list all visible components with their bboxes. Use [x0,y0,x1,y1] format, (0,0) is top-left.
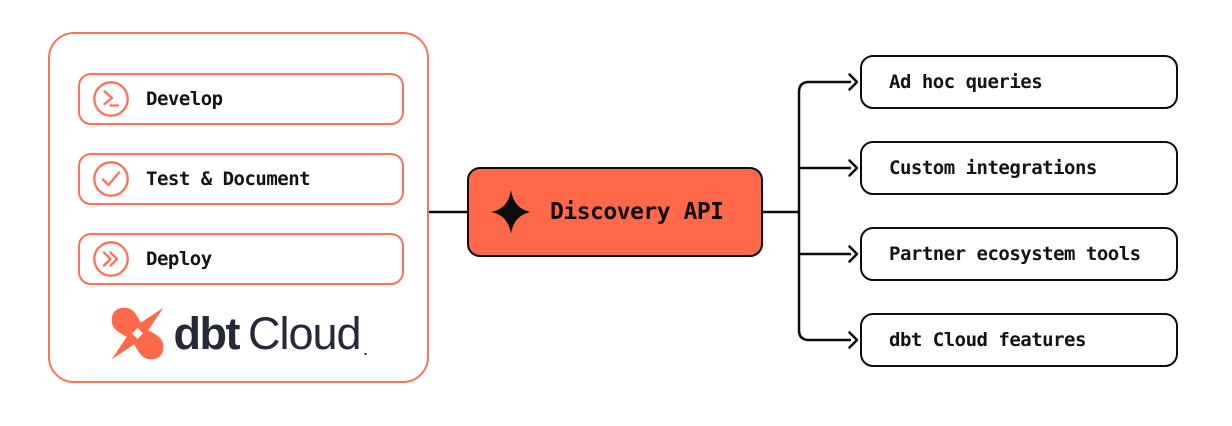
logo-product-text: Cloud [248,308,362,359]
discovery-api-node: Discovery API [467,167,763,257]
connector-trunk [797,80,810,342]
output-partner-ecosystem-tools: Partner ecosystem tools [860,227,1178,281]
step-label-deploy: Deploy [146,248,212,270]
dbt-cloud-logo: dbt Cloud . [50,306,427,361]
dbt-logo-mark-icon [111,307,163,360]
discovery-api-label: Discovery API [550,199,724,225]
sparkle-icon [491,190,531,234]
output-label: Partner ecosystem tools [889,243,1141,265]
output-custom-integrations: Custom integrations [860,141,1178,195]
step-label-test-document: Test & Document [146,168,311,190]
output-ad-hoc-queries: Ad hoc queries [860,55,1178,109]
check-circle-icon [93,161,129,197]
arrowhead-icon [848,159,859,177]
output-label: dbt Cloud features [889,329,1086,351]
step-test-document: Test & Document [78,153,404,205]
output-dbt-cloud-features: dbt Cloud features [860,313,1178,367]
terminal-prompt-icon [93,81,129,117]
arrowhead-icon [848,331,859,349]
dbt-cloud-panel: Develop Test & Document Deploy [48,32,429,383]
step-develop: Develop [78,73,404,125]
output-label: Ad hoc queries [889,71,1043,93]
arrowhead-icon [848,245,859,263]
step-deploy: Deploy [78,233,404,285]
double-chevron-right-icon [93,241,129,277]
logo-trademark-dot: . [363,342,368,359]
output-label: Custom integrations [889,157,1097,179]
arrowhead-icon [848,73,859,91]
logo-brand-text: dbt [173,308,241,359]
step-label-develop: Develop [146,88,223,110]
